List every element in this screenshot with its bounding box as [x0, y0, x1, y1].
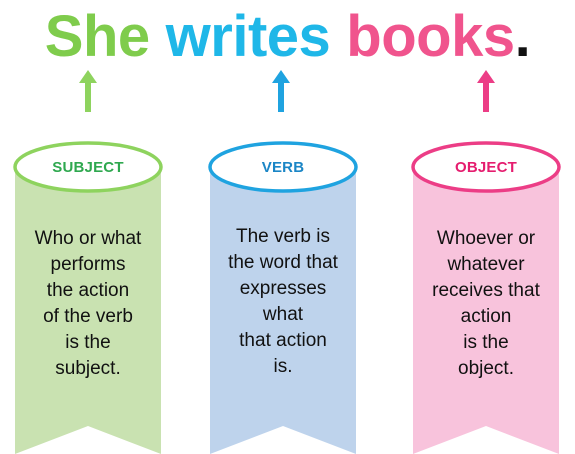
- arrow-up-icon: [477, 70, 495, 112]
- word-period: .: [514, 4, 531, 69]
- arrow-up-icon: [79, 70, 97, 112]
- word-subject: She: [44, 4, 150, 69]
- verb-column: VERB The verb is the word that expresses…: [207, 140, 359, 454]
- object-column: OBJECT Whoever or whatever receives that…: [410, 140, 562, 454]
- word-object: books: [346, 4, 515, 69]
- subject-description: Who or what performs the action of the v…: [34, 228, 142, 379]
- subject-column: SUBJECT Who or what performs the action …: [12, 140, 164, 454]
- verb-description: The verb is the word that expresses what…: [228, 226, 338, 377]
- word-verb: writes: [165, 4, 331, 69]
- subject-label: SUBJECT: [52, 158, 124, 176]
- object-description: Whoever or whatever receives that action…: [432, 228, 540, 379]
- object-label: OBJECT: [454, 158, 518, 176]
- verb-label: VERB: [261, 158, 305, 176]
- arrow-up-icon: [272, 70, 290, 112]
